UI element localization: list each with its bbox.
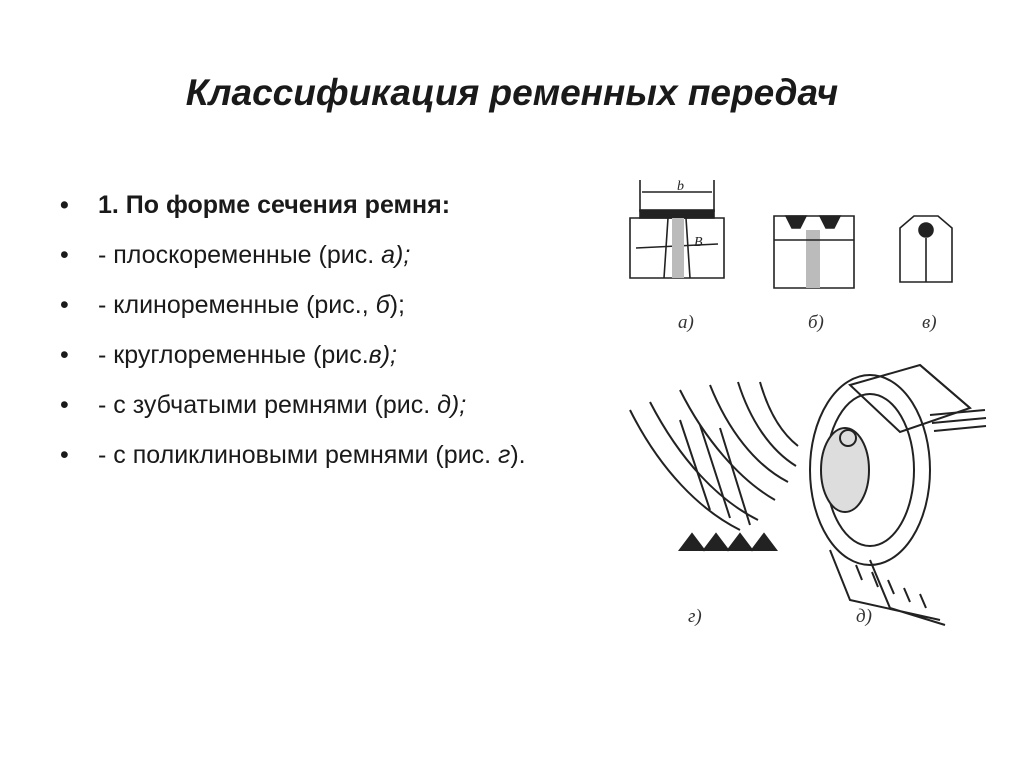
bullet-item: • - клиноременные (рис., б); <box>60 288 530 322</box>
bullet-marker: • <box>60 441 69 469</box>
belt-drive-figure: b B а) б) в) <box>600 170 1000 640</box>
bullet-item: • 1. По форме сечения ремня: <box>60 188 530 222</box>
label-d: д) <box>856 606 872 627</box>
bullet-text: - с поликлиновыми ремнями (рис. <box>98 441 499 469</box>
label-v: в) <box>922 312 937 333</box>
bullet-item: • - плоскоременные (рис. а); <box>60 238 530 272</box>
bullet-item: • - с зубчатыми ремнями (рис. д); <box>60 388 530 422</box>
figure-d-toothed-belt <box>809 363 987 626</box>
bullet-text: а); <box>381 241 411 269</box>
bullet-item: • - круглоременные (рис.в); <box>60 338 530 372</box>
dim-B-label: B <box>694 235 703 250</box>
bullet-marker: • <box>60 391 69 419</box>
bullet-text: - круглоременные (рис. <box>98 341 369 369</box>
bullet-text: - плоскоременные (рис. <box>98 241 382 269</box>
label-a: а) <box>678 312 694 333</box>
bullet-item: • - с поликлиновыми ремнями (рис. г). <box>60 438 530 472</box>
bullet-text: ); <box>389 291 405 319</box>
slide-title: Классификация ременных передач <box>185 72 839 113</box>
figure-a-flat-belt <box>629 180 725 279</box>
label-g: г) <box>688 606 702 627</box>
bullet-text: - клиноременные (рис., <box>98 291 376 319</box>
bullet-text: - с зубчатыми ремнями (рис. <box>98 391 438 419</box>
bullet-marker: • <box>60 191 69 219</box>
bullet-text: г <box>498 441 511 469</box>
figure-b-v-belt <box>773 215 855 289</box>
bullet-list: • 1. По форме сечения ремня: • - плоскореме… <box>60 188 530 488</box>
bullet-text: б <box>375 291 390 319</box>
label-b: б) <box>808 312 824 333</box>
figure-v-round-belt <box>899 215 953 283</box>
bullet-marker: • <box>60 241 69 269</box>
figure-g-poly-v-belt <box>629 381 799 552</box>
dim-b-label: b <box>677 179 684 194</box>
bullet-text: ). <box>510 441 526 469</box>
bullet-text: в); <box>368 341 397 369</box>
bullet-text: д); <box>437 391 467 419</box>
belt-drawings: b B а) б) в) <box>629 179 987 627</box>
bullet-marker: • <box>60 341 69 369</box>
bullet-text: 1. По форме сечения ремня: <box>98 191 451 219</box>
bullet-marker: • <box>60 291 69 319</box>
